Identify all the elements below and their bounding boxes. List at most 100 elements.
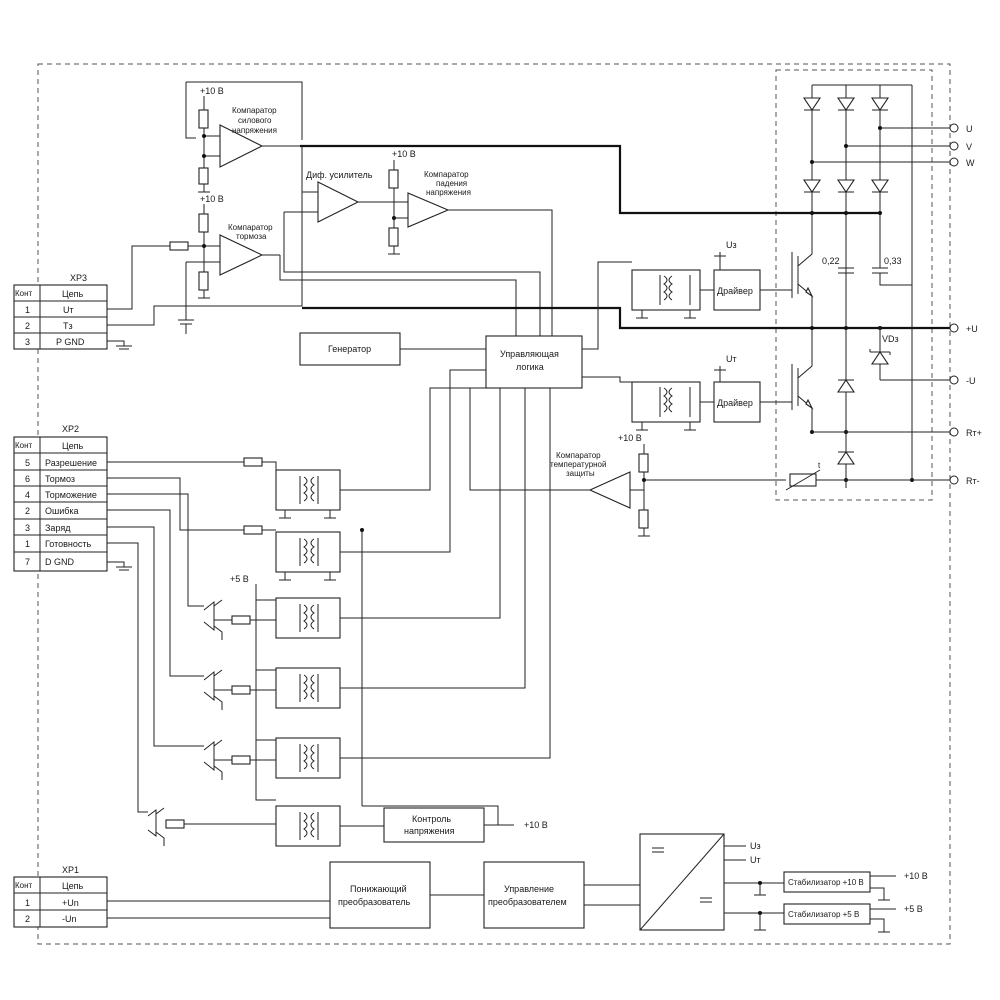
driver-label: Драйвер <box>717 398 753 408</box>
buck-label-line: преобразователь <box>338 897 410 907</box>
control-logic-block: Управляющая логика <box>485 335 583 389</box>
output-terminals: U V W +U -U Rт+ Rт- <box>949 123 982 486</box>
label-line: падения <box>436 179 467 188</box>
terminal-u[interactable] <box>949 123 959 133</box>
label-line: Компаратор <box>424 170 469 179</box>
stabilizer-10v <box>783 871 871 893</box>
comparator-triangle <box>219 234 264 276</box>
comparator-triangle <box>219 124 264 168</box>
temperature-comparator: Компаратор температурной защиты +10 В <box>469 388 786 537</box>
optocoupler <box>275 469 341 511</box>
resistor <box>388 227 399 247</box>
terminal-label: V <box>966 142 972 152</box>
xp3-net: Uт <box>63 305 74 315</box>
xp1-net: +Un <box>62 898 79 908</box>
resistor <box>165 819 185 829</box>
dc-bus-sense-line <box>300 144 808 215</box>
xp3-net: Tз <box>63 321 73 331</box>
xp1-title: XP1 <box>62 865 79 875</box>
buck-label-line: Понижающий <box>350 884 407 894</box>
generator-block: Генератор <box>299 332 486 366</box>
monitor-label-line: Контроль <box>412 814 451 824</box>
input-isolation: +5 В <box>107 369 551 847</box>
optocoupler <box>275 737 341 779</box>
xp2-pin: 2 <box>25 506 30 516</box>
stab5-label: Стабилизатор +5 В <box>788 910 859 919</box>
comparator-triangle <box>407 192 450 228</box>
xp2-net: Заряд <box>45 523 71 533</box>
optocoupler <box>275 667 341 709</box>
xp1-net: -Un <box>62 914 77 924</box>
resistor <box>198 271 209 291</box>
stabilizer-5v <box>783 903 871 925</box>
brake-comparator: +10 В Компаратор тормоза <box>107 194 280 334</box>
resistor <box>231 615 251 625</box>
resistor <box>198 109 209 129</box>
conv-ctrl-label-line: преобразователем <box>488 897 567 907</box>
xp2-net: Разрешение <box>45 458 97 468</box>
terminal-label: Rт+ <box>966 428 982 438</box>
terminal-rt-minus[interactable] <box>949 475 959 485</box>
driver-label: Драйвер <box>717 286 753 296</box>
label-line: Компаратор <box>232 106 277 115</box>
logic-label-line: Управляющая <box>500 349 559 359</box>
xp2-pin: 7 <box>25 557 30 567</box>
stab10-label: Стабилизатор +10 В <box>788 878 864 887</box>
lower-gate-driver: Драйвер Uт <box>582 354 792 431</box>
xp2-net: Ошибка <box>45 506 79 516</box>
xp2-net: D GND <box>45 557 75 567</box>
cap2-label: 0,33 <box>884 256 902 266</box>
xp3-pin: 2 <box>25 321 30 331</box>
power-supply-chain: Понижающий преобразователь Управление пр… <box>107 833 928 933</box>
label-line: силового <box>238 116 272 125</box>
xp3-net: P GND <box>56 337 85 347</box>
xp2-title: XP2 <box>62 424 79 434</box>
optocoupler <box>275 597 341 639</box>
power-stage: 0,22 0,33 VDз t <box>785 84 954 491</box>
optocoupler <box>275 531 341 573</box>
label-line: напряжения <box>232 126 277 135</box>
terminal-w[interactable] <box>949 157 959 167</box>
thermistor-label: t <box>818 461 821 470</box>
resistor <box>638 453 649 473</box>
xp2-pin: 6 <box>25 474 30 484</box>
generator-label: Генератор <box>328 344 371 354</box>
terminal-rt-plus[interactable] <box>949 427 959 437</box>
xp2-head-pin: Конт <box>15 441 33 450</box>
terminal-label: Rт- <box>966 476 980 486</box>
xp2-head-net: Цепь <box>62 441 84 451</box>
terminal-minus-u[interactable] <box>949 375 959 385</box>
ut-label: Uт <box>726 354 737 364</box>
connector-xp2: XP2 Конт Цепь 5 Разрешение 6 Тормоз 4 То… <box>13 424 132 572</box>
uz-label: Uз <box>726 240 737 250</box>
xp1-head-net: Цепь <box>62 881 84 891</box>
xp1-pin: 1 <box>25 898 30 908</box>
connector-xp1: XP1 Конт Цепь 1 +Un 2 -Un <box>13 865 108 928</box>
label-line: Компаратор <box>556 451 601 460</box>
xp3-head-net: Цепь <box>62 289 84 299</box>
plus10-label: +10 В <box>524 820 548 830</box>
xp1-pin: 2 <box>25 914 30 924</box>
power-voltage-comparator: +10 В Компаратор силового напряжения <box>185 81 303 193</box>
terminal-plus-u[interactable] <box>949 323 959 333</box>
terminal-v[interactable] <box>949 141 959 151</box>
amplifier-triangle <box>317 181 360 223</box>
driver-box <box>713 269 761 311</box>
plus10-label: +10 В <box>200 86 224 96</box>
power-module-enclosure <box>775 69 933 501</box>
xp2-pin: 5 <box>25 458 30 468</box>
label-line: защиты <box>566 469 595 478</box>
xp3-head-pin: Конт <box>15 289 33 298</box>
amplifier-label: Диф. усилитель <box>306 170 373 180</box>
plus10-label: +10 В <box>618 433 642 443</box>
resistor <box>243 457 263 467</box>
xp1-head-pin: Конт <box>15 881 33 890</box>
conv-ctrl-label-line: Управление <box>504 884 554 894</box>
comparator-triangle <box>588 471 631 509</box>
label-line: тормоза <box>236 232 267 241</box>
terminal-label: -U <box>966 376 976 386</box>
resistor <box>169 241 189 251</box>
label-line: температурной <box>550 460 606 469</box>
driver-box <box>713 381 761 423</box>
